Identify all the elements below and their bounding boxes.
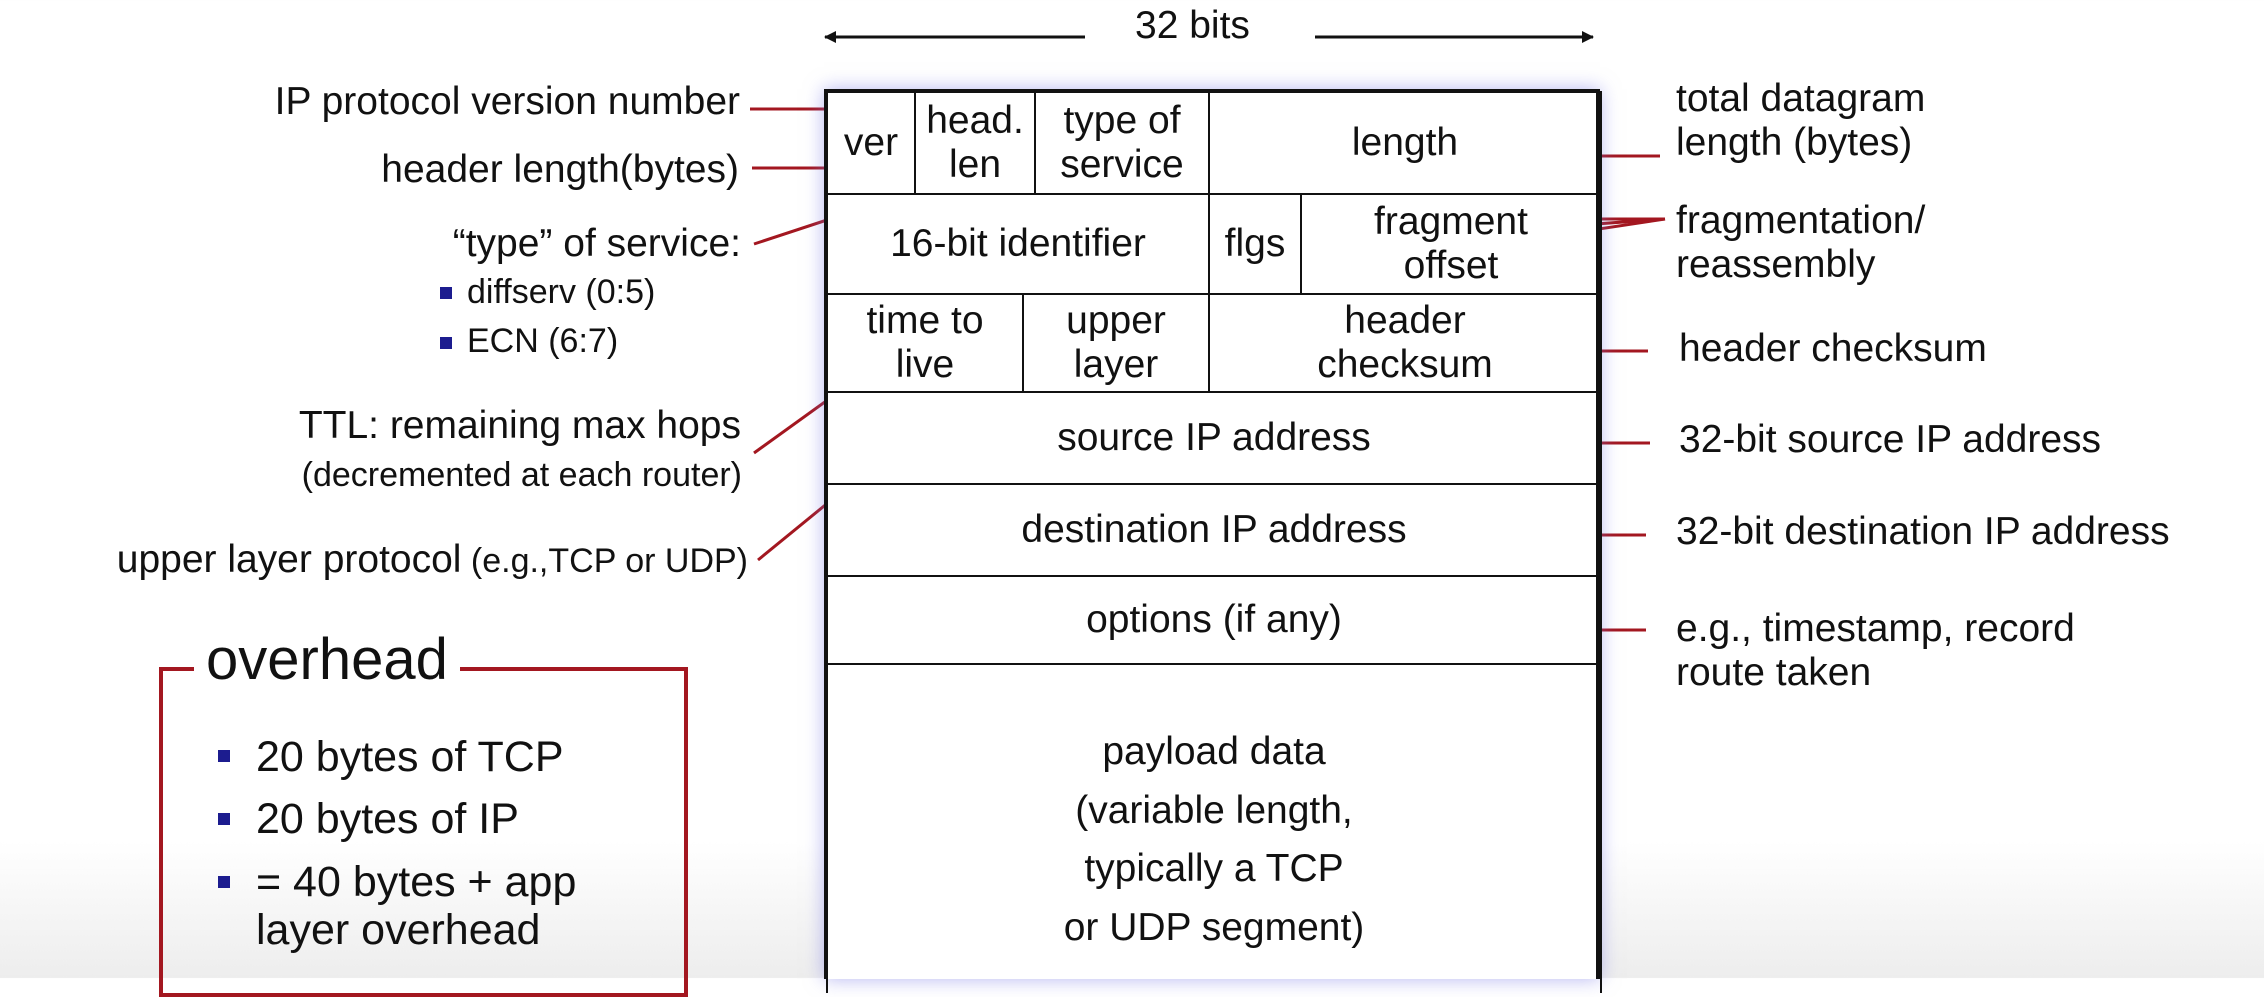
- annotation-ip-version: IP protocol version number: [274, 80, 740, 123]
- field-ver-label: ver: [843, 121, 899, 165]
- annotation-total-length: total datagram length (bytes): [1676, 77, 1926, 164]
- overhead-bullet-icon: [218, 750, 230, 762]
- annotation-upper-layer: upper layer protocol (e.g.,TCP or UDP): [117, 538, 748, 582]
- ip-datagram-format: ver head. len type of service length 16-…: [824, 89, 1602, 993]
- annotation-upper-layer-main: upper layer protocol: [116, 538, 462, 581]
- field-source-ip: source IP address: [826, 391, 1602, 485]
- annotation-ttl: TTL: remaining max hops: [298, 404, 741, 447]
- field-head-len-label: head. len: [926, 99, 1024, 186]
- field-ttl: time to live: [826, 293, 1024, 393]
- field-upper-layer-label: upper layer: [1066, 299, 1166, 386]
- annotation-header-length: header length(bytes): [381, 148, 739, 191]
- field-fragment-offset-label: fragment offset: [1374, 200, 1528, 287]
- field-destination-ip: destination IP address: [826, 483, 1602, 577]
- annotation-options: e.g., timestamp, record route taken: [1676, 607, 2075, 694]
- field-upper-layer: upper layer: [1022, 293, 1210, 393]
- annotation-upper-layer-example: (e.g.,TCP or UDP): [461, 542, 748, 580]
- overhead-bullet-icon: [218, 876, 230, 888]
- field-header-checksum-label: header checksum: [1317, 299, 1493, 386]
- field-identifier-label: 16-bit identifier: [890, 222, 1146, 266]
- field-destination-ip-label: destination IP address: [1021, 508, 1407, 552]
- field-flags-label: flgs: [1224, 222, 1286, 266]
- field-type-of-service-label: type of service: [1060, 99, 1184, 186]
- field-payload: payload data (variable length, typically…: [826, 663, 1602, 993]
- annotation-ttl-detail: (decremented at each router): [301, 456, 742, 494]
- annotation-type-of-service: “type” of service:: [452, 222, 741, 265]
- field-identifier: 16-bit identifier: [826, 193, 1210, 295]
- field-fragment-offset: fragment offset: [1300, 193, 1602, 295]
- width-label: 32 bits: [1135, 4, 1250, 47]
- annotation-header-checksum: header checksum: [1679, 327, 1987, 370]
- field-type-of-service: type of service: [1034, 91, 1210, 195]
- overhead-bullet-icon: [218, 813, 230, 825]
- overhead-item-total: = 40 bytes + app layer overhead: [256, 858, 577, 955]
- tos-item-ecn: ECN (6:7): [467, 322, 619, 360]
- annotation-destination-ip: 32-bit destination IP address: [1676, 510, 2170, 553]
- annotation-fragmentation: fragmentation/ reassembly: [1676, 199, 1926, 286]
- overhead-item-tcp: 20 bytes of TCP: [256, 733, 564, 781]
- overhead-item-ip: 20 bytes of IP: [256, 795, 519, 843]
- tos-bullet-icon: [440, 287, 452, 299]
- field-payload-label: payload data (variable length, typically…: [1063, 730, 1365, 949]
- field-source-ip-label: source IP address: [1057, 416, 1371, 460]
- field-length-label: length: [1351, 121, 1459, 165]
- tos-bullet-icon: [440, 337, 452, 349]
- field-ttl-label: time to live: [866, 299, 984, 386]
- field-ver: ver: [826, 91, 916, 195]
- annotation-source-ip: 32-bit source IP address: [1679, 418, 2102, 461]
- overhead-title: overhead: [194, 628, 460, 692]
- field-flags: flgs: [1208, 193, 1302, 295]
- field-head-len: head. len: [914, 91, 1036, 195]
- field-header-checksum: header checksum: [1208, 293, 1602, 393]
- field-options-label: options (if any): [1086, 598, 1342, 642]
- field-length: length: [1208, 91, 1602, 195]
- tos-item-diffserv: diffserv (0:5): [467, 273, 656, 311]
- field-options: options (if any): [826, 575, 1602, 665]
